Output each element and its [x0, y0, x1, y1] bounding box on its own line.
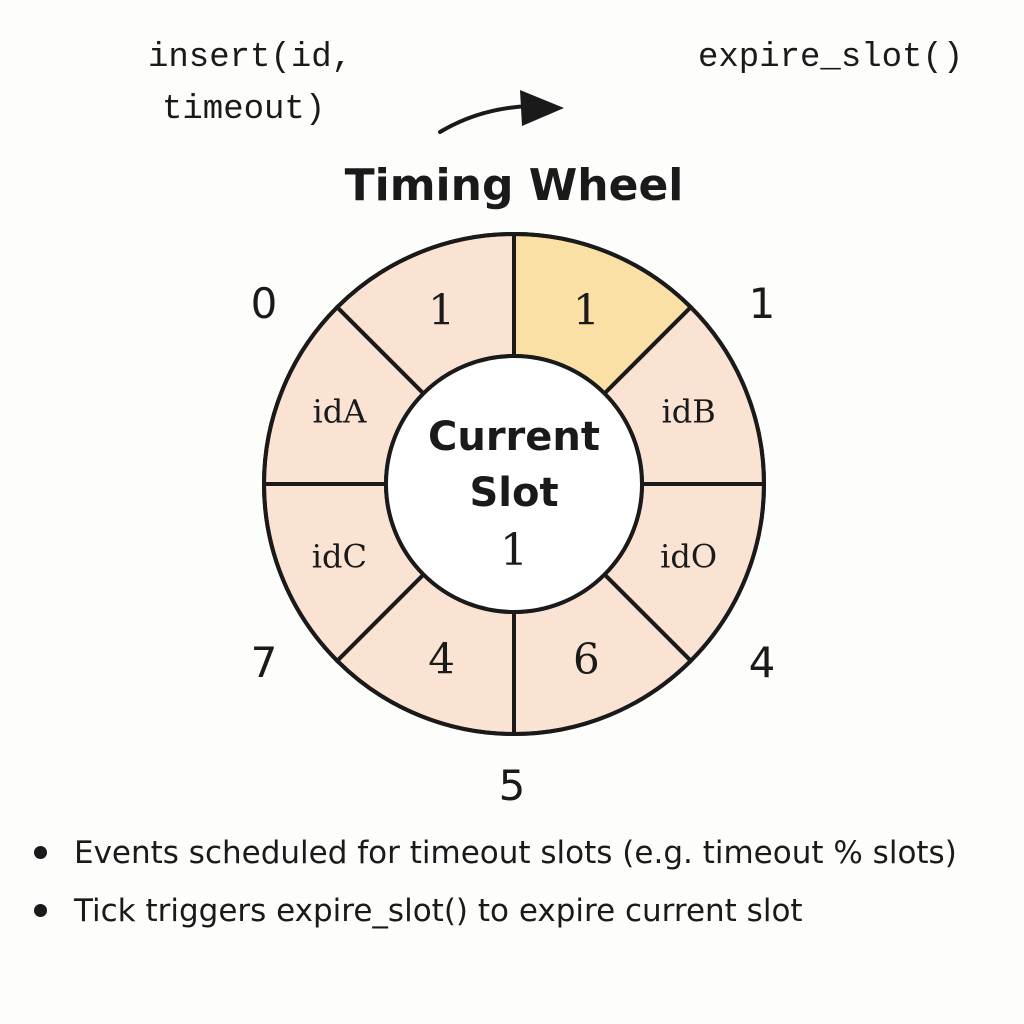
insert-arrow-head — [520, 90, 564, 126]
diagram-title: Timing Wheel — [345, 160, 684, 211]
outer-number-0: 0 — [251, 279, 278, 328]
expire-slot-label: expire_slot() — [698, 39, 964, 77]
wheel-slot-label-2: idO — [660, 537, 717, 575]
hub-label-current: Current — [428, 414, 600, 460]
note-item: Events scheduled for timeout slots (e.g.… — [34, 828, 957, 886]
insert-arrow — [438, 104, 532, 134]
current-slot-hub — [384, 354, 644, 614]
note-item: Tick triggers expire_slot() to expire cu… — [34, 886, 957, 944]
note-text: Tick triggers expire_slot() to expire cu… — [74, 893, 803, 929]
wheel-slot-label-3: 6 — [573, 635, 600, 684]
insert-label-line2: timeout) — [162, 91, 326, 129]
wheel-slot-label-0: 1 — [573, 285, 600, 334]
outer-number-4: 4 — [749, 638, 776, 687]
wheel-slot-label-7: 1 — [428, 285, 455, 334]
outer-number-1: 1 — [749, 279, 776, 328]
wheel-slot-label-6: idA — [312, 393, 367, 431]
insert-label-line1: insert(id, — [148, 39, 353, 77]
outer-number-7: 7 — [251, 638, 278, 687]
bullet-icon — [34, 904, 47, 917]
wheel-slots: 1 idB idO 6 4 idC idA 1 — [261, 231, 767, 737]
hub-label-slot: Slot — [469, 470, 558, 516]
insert-call-label: insert(id, timeout) — [148, 32, 352, 136]
wheel-slot-label-5: idC — [312, 537, 367, 575]
wheel-slot-label-4: 4 — [428, 635, 455, 684]
wheel-slot-label-1: idB — [661, 393, 715, 431]
note-text: Events scheduled for timeout slots (e.g.… — [74, 835, 957, 871]
hub-current-slot-value: 1 — [500, 525, 528, 576]
wheel-outer-ring — [262, 232, 766, 736]
outer-number-5: 5 — [499, 761, 526, 810]
notes-list: Events scheduled for timeout slots (e.g.… — [34, 828, 957, 944]
bullet-icon — [34, 846, 47, 859]
